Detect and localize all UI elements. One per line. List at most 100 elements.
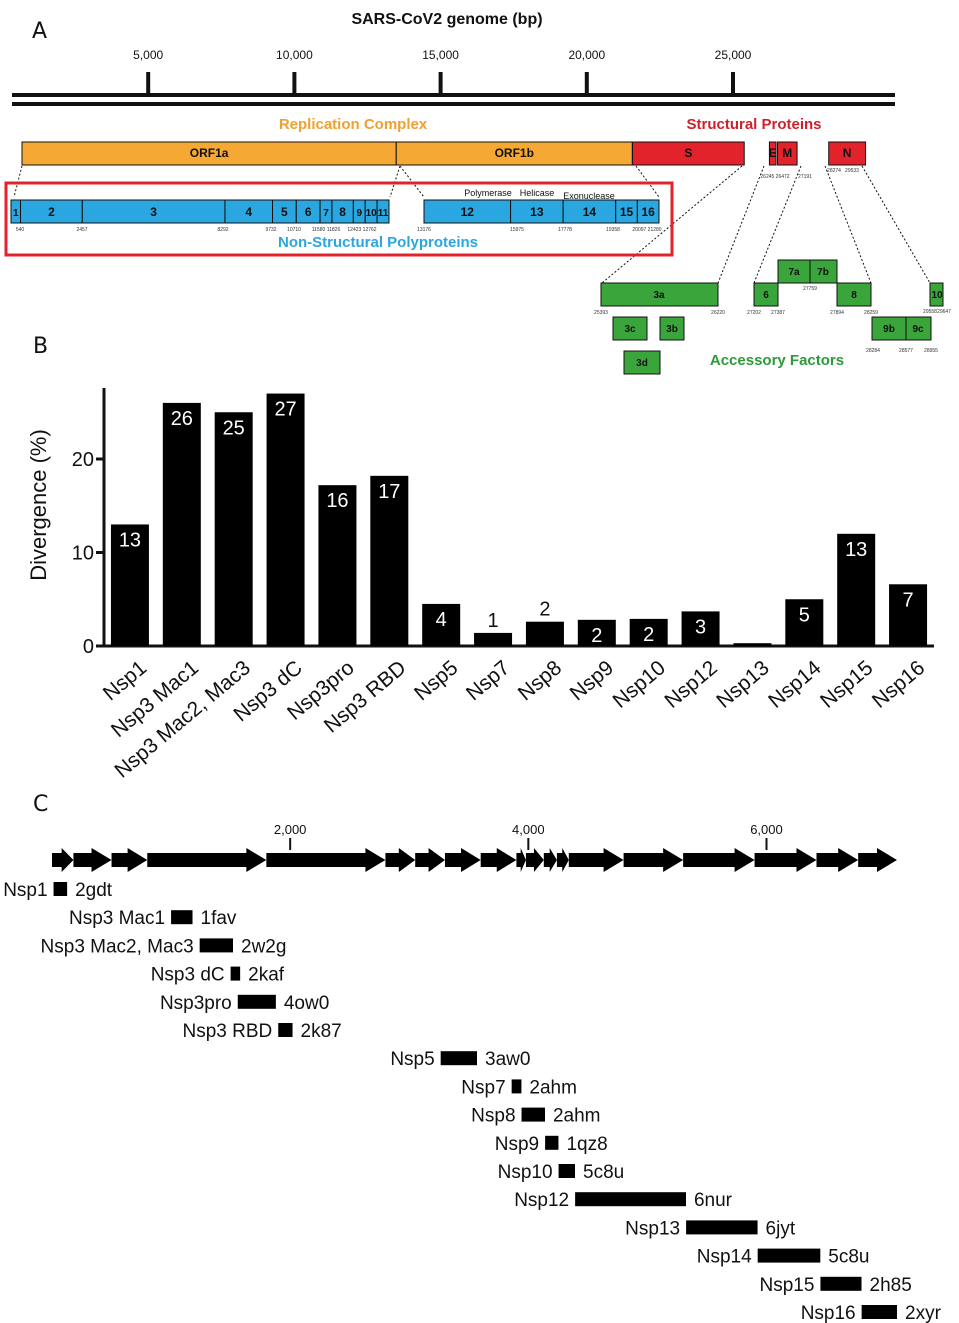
structure-bar <box>558 1164 576 1178</box>
coord-label: 11580 11826 <box>312 227 341 233</box>
nsp-label: 6 <box>305 205 312 219</box>
structure-domain-label: Nsp3 Mac2, Mac3 <box>41 936 194 957</box>
accessory-label: 10 <box>931 290 943 301</box>
polyprotein-arrow <box>147 848 267 872</box>
polyprotein-arrow <box>73 848 112 872</box>
accessory-label: 3a <box>653 290 665 301</box>
coord-label: 26245 26472 <box>760 174 789 180</box>
ruler-tick-label: 25,000 <box>715 48 752 62</box>
category-label: Nsp16 <box>868 656 929 713</box>
structure-bar <box>278 1023 293 1037</box>
orf-label: E <box>769 146 777 160</box>
c-ruler-tick-label: 4,000 <box>512 822 545 837</box>
structure-pdb-label: 2h85 <box>870 1275 912 1296</box>
structure-bar <box>545 1135 559 1150</box>
polyprotein-arrow <box>816 848 859 872</box>
bar-5 <box>318 485 357 646</box>
orf-label: S <box>684 146 692 160</box>
zoom-line <box>399 165 425 198</box>
polyprotein-arrows <box>52 848 897 872</box>
nsp-label: 11 <box>378 208 389 219</box>
polymerase-note: Polymerase <box>464 188 512 198</box>
accessory-box-10 <box>929 282 944 307</box>
structure-pdb-label: 2k87 <box>301 1021 342 1042</box>
structure-pdb-label: 1qz8 <box>566 1134 607 1155</box>
coord-label: 2457 <box>76 227 87 233</box>
polyprotein-arrow <box>858 848 897 872</box>
bar-value-label: 16 <box>326 490 348 512</box>
structure-domain-label: Nsp7 <box>461 1077 505 1098</box>
category-label: Nsp12 <box>660 656 721 713</box>
structure-pdb-label: 1fav <box>201 908 237 929</box>
coord-label: 28259 <box>864 310 878 316</box>
structure-domain-label: Nsp3 dC <box>151 965 225 986</box>
nsp-label: 12 <box>461 205 475 219</box>
nsp-label: 15 <box>620 205 634 219</box>
coord-label: 25393 <box>594 310 608 316</box>
bar-16 <box>889 584 928 646</box>
structure-bar <box>861 1305 897 1319</box>
bar-2 <box>162 402 201 646</box>
bar-9 <box>525 621 564 646</box>
panel-b-letter: B <box>33 334 48 359</box>
coord-label: 12423 12762 <box>347 227 376 233</box>
category-label: Nsp15 <box>816 656 877 713</box>
structure-domain-label: Nsp3 RBD <box>183 1021 273 1042</box>
structure-bar <box>820 1276 862 1291</box>
structure-domain-label: Nsp3 Mac1 <box>69 908 165 929</box>
panel-c-letter: C <box>33 792 48 817</box>
replication-complex-label: Replication Complex <box>279 116 428 133</box>
coord-label: 27894 <box>830 310 844 316</box>
orf-label: M <box>782 146 792 160</box>
zoom-line <box>861 165 931 284</box>
polyprotein-arrow <box>480 848 517 872</box>
structure-domain-label: Nsp12 <box>514 1190 569 1211</box>
structure-domain-label: Nsp3pro <box>160 993 232 1014</box>
coord-label: 9732 <box>265 227 276 233</box>
structure-pdb-label: 5c8u <box>828 1247 869 1268</box>
bar-10 <box>577 619 616 646</box>
coord-label: 29533 <box>845 168 859 174</box>
exonuclease-note: Exonuclease <box>563 191 615 201</box>
polyprotein-arrow <box>52 848 74 872</box>
accessory-box-9c <box>905 316 932 341</box>
structure-bar <box>521 1107 545 1122</box>
bar-value-label: 27 <box>274 399 296 421</box>
accessory-label: 8 <box>851 290 857 301</box>
accessory-label: 7b <box>817 267 829 278</box>
accessory-box-3a <box>600 282 719 307</box>
accessory-label: 3d <box>636 358 648 369</box>
structure-domain-label: Nsp15 <box>760 1275 815 1296</box>
structure-domain-label: Nsp13 <box>625 1218 680 1239</box>
nsp-box-16 <box>636 199 660 224</box>
bar-value-label: 2 <box>643 624 654 646</box>
ruler-tick-label: 15,000 <box>422 48 459 62</box>
orf-label: ORF1a <box>190 146 229 160</box>
nsp-label: 8 <box>339 205 346 219</box>
bar-value-label: 13 <box>845 539 867 561</box>
coord-label: 17778 <box>558 227 572 233</box>
accessory-box-8 <box>836 282 872 307</box>
bar-8 <box>474 632 513 646</box>
c-ruler-tick-label: 6,000 <box>750 822 783 837</box>
nsp-label: 5 <box>281 205 288 219</box>
coord-label: 28577 <box>899 348 913 354</box>
category-label: Nsp13 <box>712 656 773 713</box>
accessory-label: 9c <box>912 324 924 335</box>
polyprotein-arrow <box>568 848 624 872</box>
accessory-label: 3c <box>624 324 636 335</box>
bar-value-label: 13 <box>119 529 141 551</box>
structure-bar <box>575 1192 686 1207</box>
zoom-line <box>717 165 765 284</box>
bar-value-label: 3 <box>695 616 706 638</box>
bar-1 <box>110 524 149 646</box>
orf-label: ORF1b <box>495 146 534 160</box>
structure-pdb-label: 2kaf <box>248 965 285 986</box>
